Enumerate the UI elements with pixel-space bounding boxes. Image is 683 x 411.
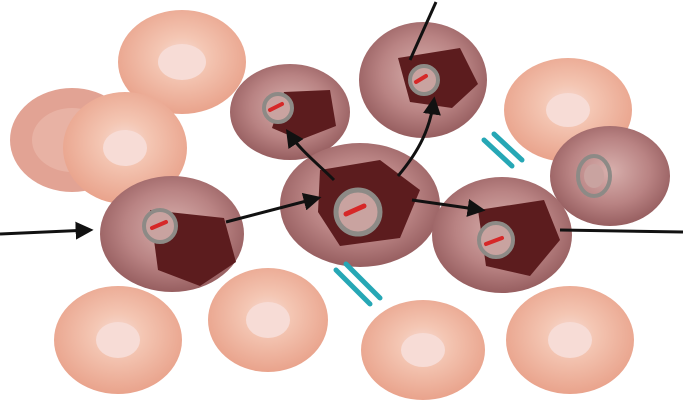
healthy-cell-bottom-3	[361, 300, 485, 400]
healthy-cell-bottom-2	[208, 268, 328, 372]
antibody-marker-lower-center	[336, 264, 380, 304]
healthy-cell-bottom-4	[506, 286, 634, 394]
arrow-right-exit	[560, 230, 683, 232]
infected-cell-center	[280, 143, 440, 267]
infected-cell-right	[432, 177, 572, 293]
infected-cell-far-right	[550, 126, 670, 226]
arrow-entry	[0, 230, 90, 234]
infected-cell-lower-left	[100, 176, 244, 292]
infected-cell-top-center	[359, 22, 487, 138]
infected-cell-upper-left	[230, 64, 350, 160]
healthy-cell-bottom-1	[54, 286, 182, 394]
